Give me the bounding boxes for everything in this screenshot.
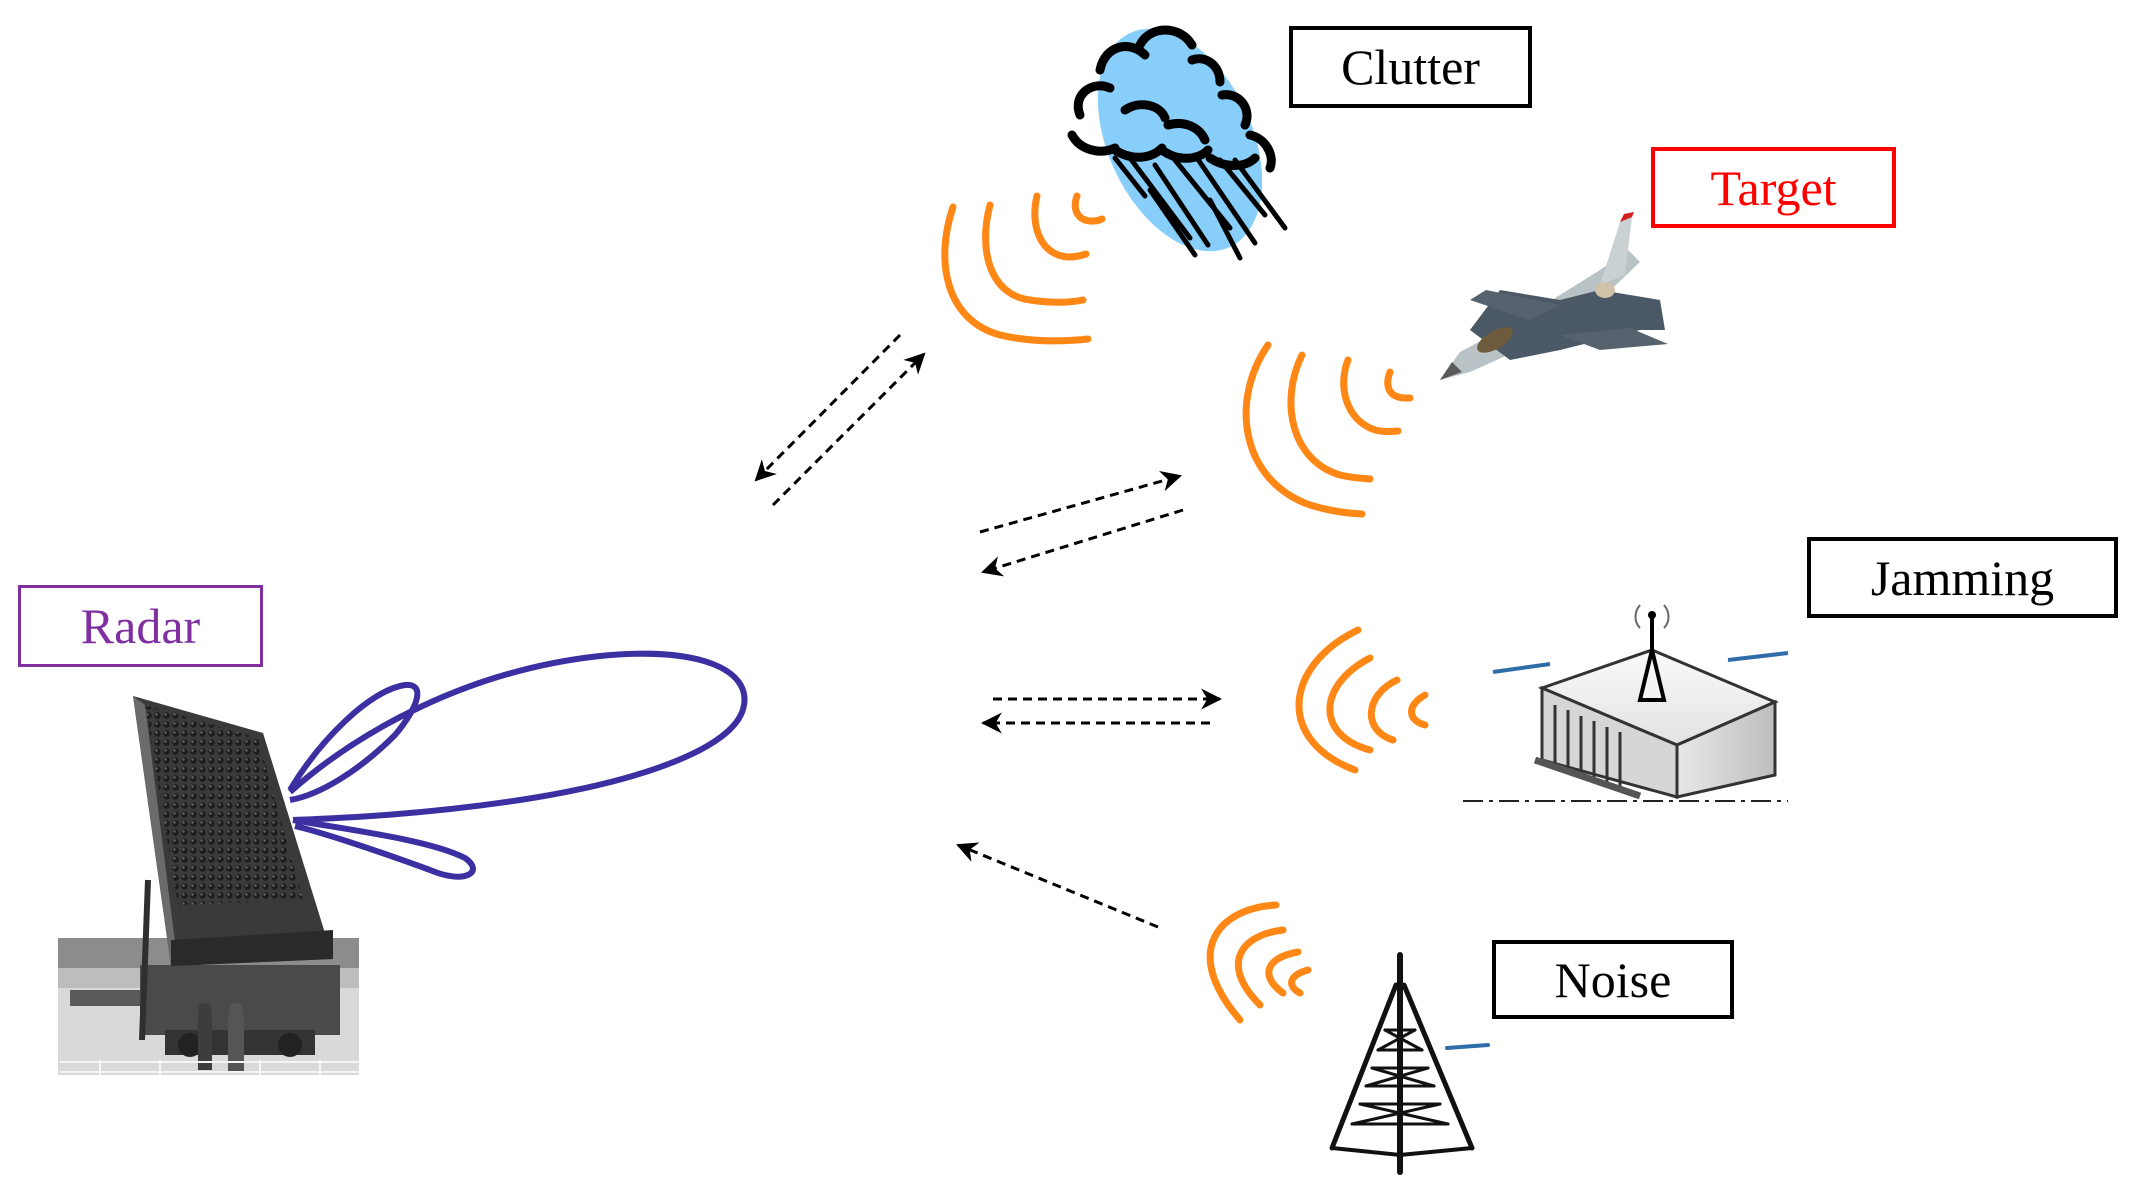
- target-link-arrows: [979, 470, 1184, 577]
- beam-lower-sidelobe: [292, 817, 476, 880]
- jammer-station-icon: [1463, 604, 1789, 802]
- radar-label: Radar: [18, 585, 263, 667]
- clutter-link-arrows: [754, 333, 926, 507]
- jamming-link-arrows: [980, 688, 1223, 734]
- beam-upper-sidelobe: [287, 681, 421, 803]
- jamming-label-text: Jamming: [1870, 549, 2055, 606]
- clutter-wave-icon: [941, 192, 1106, 345]
- radar-icon: [58, 696, 359, 1075]
- beam-main-lobe: [288, 650, 748, 823]
- radar-beam-pattern: [287, 650, 748, 880]
- noise-wave-icon: [1206, 901, 1312, 1024]
- jamming-label: Jamming: [1807, 537, 2118, 618]
- arrow-radar-to-clutter: [771, 352, 926, 507]
- clutter-label: Clutter: [1289, 26, 1532, 108]
- rain-cloud-icon: [1067, 25, 1288, 261]
- target-label: Target: [1651, 147, 1896, 228]
- radar-label-text: Radar: [80, 598, 201, 654]
- clutter-label-text: Clutter: [1341, 39, 1480, 95]
- arrow-radar-to-target: [979, 470, 1183, 534]
- arrow-clutter-to-radar: [754, 333, 902, 482]
- target-label-text: Target: [1710, 159, 1837, 216]
- arrow-target-to-radar: [980, 508, 1184, 577]
- noise-label-text: Noise: [1554, 951, 1672, 1008]
- noise-link-arrows: [956, 842, 1159, 929]
- noise-label: Noise: [1492, 940, 1734, 1019]
- fighter-jet-icon: [1440, 212, 1668, 380]
- jamming-wave-icon: [1295, 626, 1429, 774]
- arrow-noise-to-radar: [956, 842, 1159, 929]
- target-wave-icon: [1242, 341, 1414, 518]
- transmission-tower-icon: [1329, 952, 1490, 1175]
